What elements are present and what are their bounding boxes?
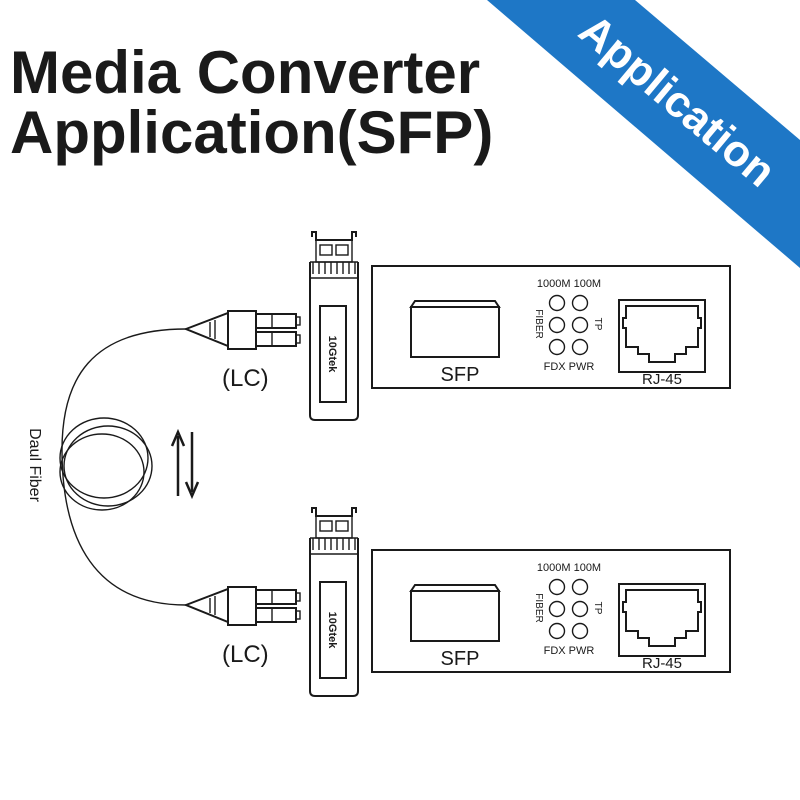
led-indicators: 1000M 100M FIBER TP FDX PWR xyxy=(533,278,603,373)
sfp-port: SFP xyxy=(409,584,501,670)
led-tp-label: TP xyxy=(592,602,603,615)
led-top-labels: 1000M 100M xyxy=(537,562,601,574)
led-bottom-labels: FDX PWR xyxy=(544,361,595,373)
led-100m xyxy=(571,578,589,596)
media-converter-panel: SFP 1000M 100M FIBER TP FDX PWR RJ-45 xyxy=(371,265,731,389)
fiber-coil xyxy=(63,425,153,507)
dual-fiber-cable: Daul Fiber xyxy=(26,328,187,606)
led-fiber-label: FIBER xyxy=(533,309,544,338)
fiber-coil xyxy=(59,417,149,499)
fiber-coil xyxy=(59,433,145,511)
sfp-module: 10Gtek xyxy=(309,231,359,421)
led-bottom-labels: FDX PWR xyxy=(544,645,595,657)
led-fiber xyxy=(548,600,566,618)
led-pwr xyxy=(571,622,589,640)
lc-label: (LC) xyxy=(222,365,269,392)
led-tp xyxy=(571,316,589,334)
rj45-label: RJ-45 xyxy=(642,655,682,672)
converter-unit: (LC) 10Gtek SFP 1000M 100M xyxy=(183,507,731,697)
led-fdx xyxy=(548,338,566,356)
sfp-port: SFP xyxy=(409,300,501,386)
led-100m xyxy=(571,294,589,312)
up-down-arrows-icon xyxy=(170,428,200,500)
led-fiber-label: FIBER xyxy=(533,593,544,622)
fiber-cable-line xyxy=(61,328,187,606)
lc-connector: (LC) xyxy=(183,586,301,668)
media-converter-panel: SFP 1000M 100M FIBER TP FDX PWR RJ-45 xyxy=(371,549,731,673)
converter-unit: (LC) 10Gtek SFP 1000M 100M xyxy=(183,231,731,421)
led-tp-label: TP xyxy=(592,318,603,331)
fiber-label: Daul Fiber xyxy=(26,428,43,502)
title-line-1: Media Converter xyxy=(10,39,480,106)
lc-connector: (LC) xyxy=(183,310,301,392)
sfp-port-label: SFP xyxy=(441,648,480,670)
rj45-port: RJ-45 xyxy=(618,583,706,672)
led-1000m xyxy=(548,294,566,312)
led-fiber xyxy=(548,316,566,334)
lc-and-sfp: (LC) 10Gtek xyxy=(183,507,359,697)
led-indicators: 1000M 100M FIBER TP FDX PWR xyxy=(533,562,603,657)
rj45-port: RJ-45 xyxy=(618,299,706,388)
lc-label: (LC) xyxy=(222,641,269,668)
sfp-brand-label: 10Gtek xyxy=(326,336,338,374)
title-line-2: Application(SFP) xyxy=(10,99,493,166)
sfp-brand-label: 10Gtek xyxy=(326,612,338,650)
sfp-module: 10Gtek xyxy=(309,507,359,697)
banner-ribbon xyxy=(487,0,800,268)
led-fdx xyxy=(548,622,566,640)
led-tp xyxy=(571,600,589,618)
rj45-label: RJ-45 xyxy=(642,371,682,388)
led-top-labels: 1000M 100M xyxy=(537,278,601,290)
application-banner: Application xyxy=(487,0,800,268)
sfp-port-label: SFP xyxy=(441,364,480,386)
led-1000m xyxy=(548,578,566,596)
lc-and-sfp: (LC) 10Gtek xyxy=(183,231,359,421)
led-pwr xyxy=(571,338,589,356)
